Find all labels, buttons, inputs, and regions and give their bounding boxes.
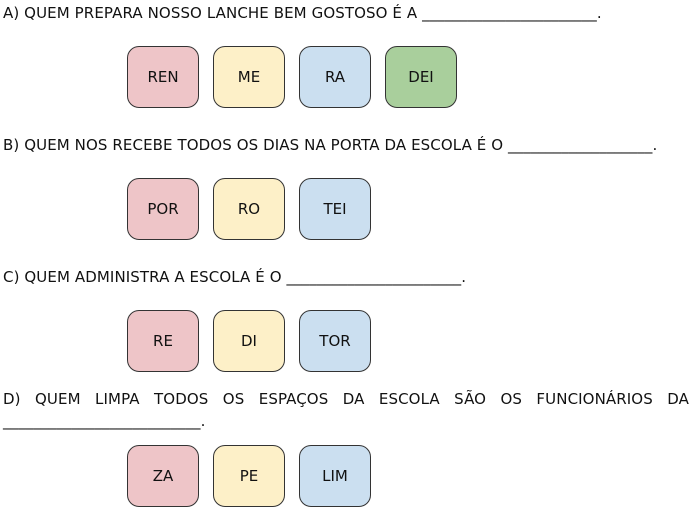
syllable-tile[interactable]: TEI [299, 178, 371, 240]
syllable-tile[interactable]: LIM [299, 445, 371, 507]
question-prompt: B) QUEM NOS RECEBE TODOS OS DIAS NA PORT… [3, 136, 509, 154]
syllable-tile-label: RO [237, 200, 261, 218]
question-text: C) QUEM ADMINISTRA A ESCOLA É O ________… [3, 268, 689, 287]
question-block: B) QUEM NOS RECEBE TODOS OS DIAS NA PORT… [3, 136, 689, 240]
syllable-tile[interactable]: REN [127, 46, 199, 108]
syllable-tile[interactable]: DEI [385, 46, 457, 108]
answer-blank: __________________________ [3, 412, 201, 430]
question-period: . [652, 136, 658, 154]
answer-blank: _______________________ [422, 4, 597, 22]
question-text: B) QUEM NOS RECEBE TODOS OS DIAS NA PORT… [3, 136, 689, 155]
syllable-tile-label: LIM [322, 467, 348, 485]
syllable-tile[interactable]: RO [213, 178, 285, 240]
syllable-tile[interactable]: TOR [299, 310, 371, 372]
answer-blank: ___________________ [508, 136, 653, 154]
syllable-tile[interactable]: RA [299, 46, 371, 108]
question-text: A) QUEM PREPARA NOSSO LANCHE BEM GOSTOSO… [3, 4, 689, 23]
syllable-tile-label: RA [324, 68, 346, 86]
syllable-tile-label: RE [153, 332, 173, 350]
question-text: D) QUEM LIMPA TODOS OS ESPAÇOS DA ESCOLA… [3, 388, 689, 410]
syllable-tiles-row: POR RO TEI [127, 178, 689, 240]
syllable-tile-label: TEI [323, 200, 347, 218]
question-block: D) QUEM LIMPA TODOS OS ESPAÇOS DA ESCOLA… [3, 388, 689, 507]
question-period: . [461, 268, 467, 286]
question-prompt: A) QUEM PREPARA NOSSO LANCHE BEM GOSTOSO… [3, 4, 423, 22]
answer-blank: _______________________ [286, 268, 462, 286]
question-period: . [200, 412, 206, 430]
question-period: . [596, 4, 602, 22]
syllable-tile-label: PE [239, 467, 259, 485]
syllable-tile-label: TOR [319, 332, 351, 350]
syllable-tile[interactable]: DI [213, 310, 285, 372]
syllable-tiles-row: ZA PE LIM [127, 445, 689, 507]
question-prompt: D) QUEM LIMPA TODOS OS ESPAÇOS DA ESCOLA… [3, 390, 689, 408]
syllable-tile[interactable]: POR [127, 178, 199, 240]
syllable-tiles-row: REN ME RA DEI [127, 46, 689, 108]
syllable-tile-label: ME [237, 68, 261, 86]
syllable-tiles-row: RE DI TOR [127, 310, 689, 372]
syllable-tile-label: REN [147, 68, 179, 86]
question-prompt: C) QUEM ADMINISTRA A ESCOLA É O [3, 268, 287, 286]
question-block: C) QUEM ADMINISTRA A ESCOLA É O ________… [3, 268, 689, 372]
syllable-tile[interactable]: RE [127, 310, 199, 372]
question-block: A) QUEM PREPARA NOSSO LANCHE BEM GOSTOSO… [3, 4, 689, 108]
question-blank-line: __________________________. [3, 410, 689, 432]
syllable-tile[interactable]: ME [213, 46, 285, 108]
worksheet: A) QUEM PREPARA NOSSO LANCHE BEM GOSTOSO… [3, 4, 689, 507]
syllable-tile[interactable]: PE [213, 445, 285, 507]
syllable-tile-label: DI [241, 332, 257, 350]
syllable-tile[interactable]: ZA [127, 445, 199, 507]
syllable-tile-label: ZA [152, 467, 174, 485]
syllable-tile-label: DEI [408, 68, 434, 86]
syllable-tile-label: POR [147, 200, 179, 218]
